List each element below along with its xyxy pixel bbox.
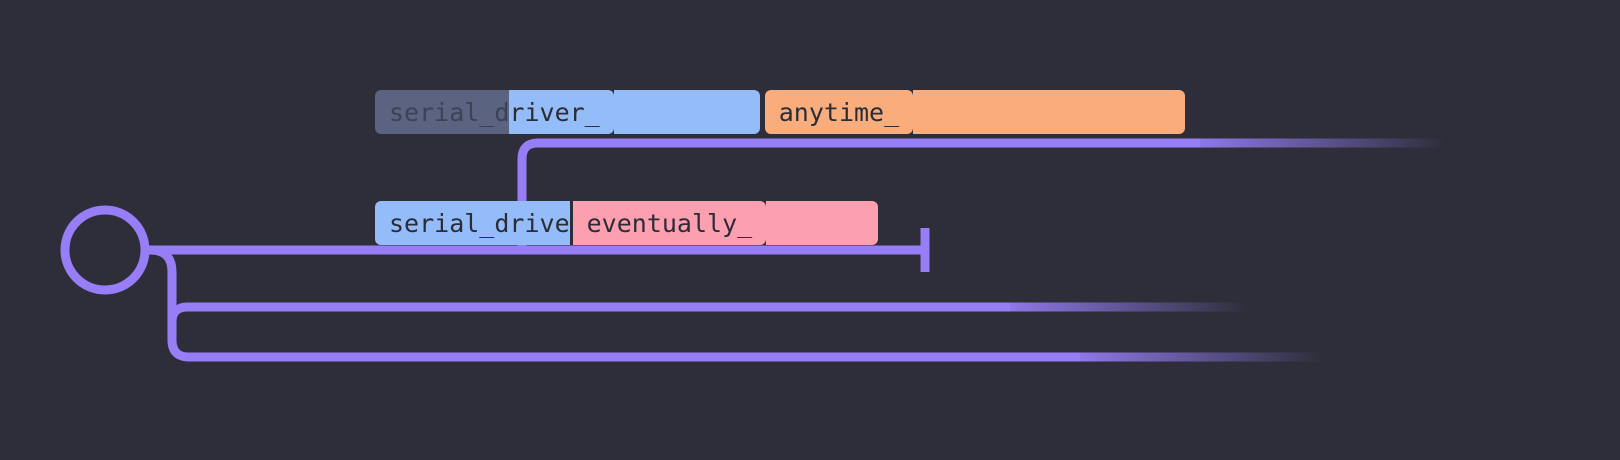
token-accepted[interactable]: river_	[509, 90, 614, 134]
token-accepted-pad	[613, 90, 760, 134]
token-predicted-anytime-pad	[913, 90, 1186, 134]
token-predicted-eventually[interactable]: eventually_	[572, 201, 767, 245]
token-row-top: serial_d river_ anytime_	[375, 90, 1186, 134]
token-prefix-context-alt[interactable]: serial_drive	[375, 201, 570, 245]
token-row-bottom: serial_drive eventually_	[375, 201, 879, 245]
branch-second	[167, 302, 1010, 323]
root-node-circle[interactable]	[60, 205, 150, 295]
branch-trunk	[149, 245, 1080, 362]
token-predicted-anytime[interactable]: anytime_	[764, 90, 914, 134]
token-prefix-context[interactable]: serial_d	[375, 90, 510, 134]
token-predicted-eventually-pad	[766, 201, 879, 245]
